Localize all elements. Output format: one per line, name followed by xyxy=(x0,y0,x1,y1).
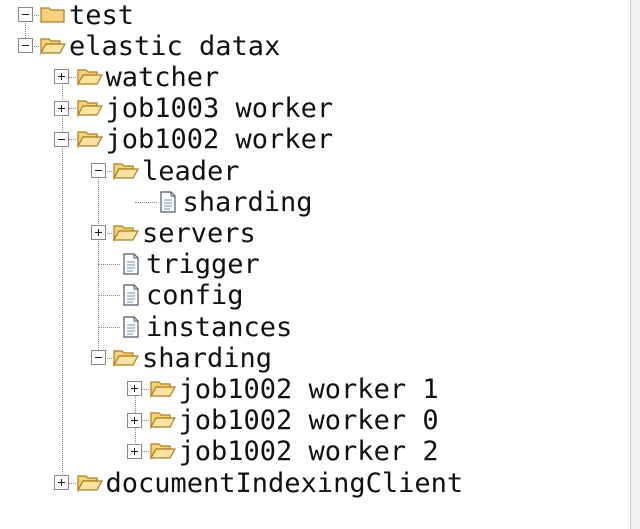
collapse-toggle-icon[interactable] xyxy=(90,350,106,366)
folder-open-icon xyxy=(149,379,176,403)
tree-node-label: job1002 worker xyxy=(105,124,334,156)
tree-node-servers[interactable]: servers xyxy=(0,218,630,249)
tree-node-instances[interactable]: instances xyxy=(0,312,630,343)
tree-connector-vertical xyxy=(61,139,63,483)
tree-node-label: documentIndexingClient xyxy=(105,467,464,499)
tree-node-label: test xyxy=(69,0,135,31)
tree-node-label: config xyxy=(146,280,244,312)
folder-open-icon xyxy=(149,441,176,465)
expand-toggle-icon[interactable] xyxy=(54,475,69,490)
collapse-toggle-icon[interactable] xyxy=(54,131,69,147)
collapse-toggle-icon[interactable] xyxy=(17,38,33,54)
tree-node-label: job1003 worker xyxy=(105,93,334,125)
tree-node-elastic-datax[interactable]: elastic datax xyxy=(0,31,630,62)
tree-node-config[interactable]: config xyxy=(0,280,630,311)
expand-toggle-icon[interactable] xyxy=(90,225,106,241)
tree-node-job1002-worker-2[interactable]: job1002 worker 2 xyxy=(0,436,630,467)
file-icon xyxy=(122,315,140,342)
file-icon xyxy=(122,253,140,279)
tree-node-watcher[interactable]: watcher xyxy=(0,62,630,93)
tree-node-label: sharding xyxy=(182,186,313,218)
folder-open-icon xyxy=(112,161,140,185)
tree-node-job1003-worker[interactable]: job1003 worker xyxy=(0,93,630,124)
tree-connector-vertical xyxy=(25,14,26,46)
tree-node-leader-sharding[interactable]: sharding xyxy=(0,187,630,218)
folder-closed-icon xyxy=(40,5,66,29)
tree-node-label: trigger xyxy=(146,249,260,281)
tree-node-label: job1002 worker 1 xyxy=(178,373,439,405)
tree-node-label: instances xyxy=(146,311,293,343)
expand-toggle-icon[interactable] xyxy=(127,412,142,428)
tree-node-trigger[interactable]: trigger xyxy=(0,249,630,280)
tree-node-documentIndexingClient[interactable]: documentIndexingClient xyxy=(0,468,630,499)
file-icon xyxy=(122,284,140,310)
tree-connector-vertical xyxy=(98,295,99,358)
folder-open-icon xyxy=(76,129,103,153)
file-icon xyxy=(159,191,177,217)
tree-node-job1002-worker[interactable]: job1002 worker xyxy=(0,124,630,155)
tree-node-job1002-worker-0[interactable]: job1002 worker 0 xyxy=(0,405,630,436)
tree-connector-horizontal xyxy=(98,295,120,297)
collapse-toggle-icon[interactable] xyxy=(90,163,106,178)
expand-toggle-icon[interactable] xyxy=(127,381,142,397)
folder-open-icon xyxy=(149,410,176,434)
tree-connector-vertical xyxy=(134,420,136,452)
folder-open-icon xyxy=(39,36,67,60)
tree-node-label: watcher xyxy=(105,61,220,93)
tree-connector-horizontal xyxy=(98,264,120,266)
expand-toggle-icon[interactable] xyxy=(54,69,69,85)
tree-node-leader[interactable]: leader xyxy=(0,156,630,187)
tree-node-label: job1002 worker 0 xyxy=(178,405,439,437)
scrollbar-edge[interactable] xyxy=(630,0,640,529)
folder-open-icon xyxy=(112,223,140,247)
folder-open-icon xyxy=(76,67,103,91)
tree-node-label: elastic datax xyxy=(69,30,281,62)
tree-connector-horizontal xyxy=(98,326,120,328)
expand-toggle-icon[interactable] xyxy=(54,100,69,116)
tree-connector-horizontal xyxy=(134,201,157,203)
collapse-toggle-icon[interactable] xyxy=(17,7,33,22)
tree-node-label: sharding xyxy=(142,342,273,374)
expand-toggle-icon[interactable] xyxy=(127,443,142,459)
folder-open-icon xyxy=(76,98,103,122)
tree-node-label: leader xyxy=(142,155,240,187)
tree-node-label: servers xyxy=(142,217,256,249)
tree-node-sharding[interactable]: sharding xyxy=(0,343,630,374)
tree-node-label: job1002 worker 2 xyxy=(178,436,439,468)
tree-node-job1002-worker-1[interactable]: job1002 worker 1 xyxy=(0,374,630,405)
folder-open-icon xyxy=(112,348,140,372)
tree-connector-vertical xyxy=(98,326,99,358)
tree-node-test[interactable]: test xyxy=(0,0,630,31)
folder-open-icon xyxy=(76,473,103,497)
